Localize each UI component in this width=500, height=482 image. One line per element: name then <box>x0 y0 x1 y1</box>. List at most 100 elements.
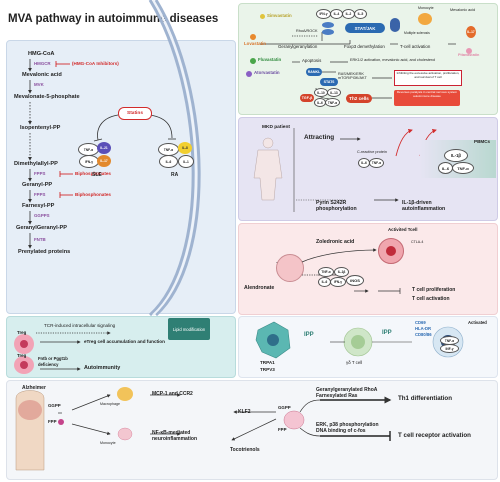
ipp-label-1: IPP <box>304 332 314 338</box>
monocyte-label-bottom: Monocyte <box>100 441 116 445</box>
activated-tcell-label: Activited Tcell <box>388 227 418 232</box>
autoimmunity-label: Autoimmunity <box>84 365 121 371</box>
lipid-modification-label: Lipid modification <box>172 326 206 332</box>
chip-il5: IL-5 <box>354 9 367 19</box>
fntb-label-1: Fntb or Pggt1b <box>38 356 68 361</box>
foxp3-label: Foxp3 demethylation <box>344 44 385 49</box>
multiple-sclerosis-label: Multiple sclerosis <box>404 31 430 35</box>
lovastatin-dot <box>250 34 256 40</box>
cytokine-il21: IL-21 <box>97 142 111 154</box>
apoptosis-label: Apoptosis <box>302 58 322 63</box>
bottom-panel <box>6 380 498 480</box>
fpp-label: FPP <box>48 419 57 424</box>
pitavastatin-dot <box>466 48 472 54</box>
atorvastatin-label: Atorvastatin <box>254 70 280 75</box>
marker-hla-dr: HLA-DR <box>415 326 432 331</box>
tcell-proliferation-label: T cell proliferation <box>412 287 456 293</box>
step-mevalonate-5-phosphate: Mevalonate-5-phosphate <box>14 94 80 100</box>
tcr-signaling-label: TCR-induced intracellular signaling <box>44 323 116 328</box>
fluvastatin-dot <box>250 58 256 64</box>
treg-nucleus-2 <box>20 361 28 369</box>
sle-label: SLE <box>92 172 102 178</box>
step-prenylated-proteins: Prenylated proteins <box>18 249 71 255</box>
fluvastatin-label: Fluvastatin <box>258 57 282 62</box>
lipid-modification-badge: Lipid modification <box>168 318 210 340</box>
statins-label: Statins <box>127 111 143 116</box>
enzyme-mvk: MVK <box>34 82 44 87</box>
alendronate-label: Alendronate <box>244 285 275 291</box>
activated-tcell-nucleus <box>386 246 396 256</box>
step-hmg-coa: HMG-CoA <box>28 51 55 57</box>
hmgcr-inhibitors-label: (HMG-CoA Inhibitors) <box>72 61 119 66</box>
step-dimethylallyl-pp: Dimethylallyl-PP <box>14 161 58 167</box>
ctla4-label: CTLA-4 <box>411 240 424 244</box>
rankl-pill: RANKL <box>306 68 322 76</box>
enzyme-fpps-1: FPPS <box>34 171 46 176</box>
trpv3-label: TRPV3 <box>260 367 275 372</box>
crp-label: C-reactive protein <box>357 150 387 154</box>
tc-tnfa-chip: TNF-α <box>318 267 334 277</box>
attracting-label: Attracting <box>304 134 335 141</box>
inos-chip: iNOS <box>346 275 364 286</box>
ggpp-label: GGPP <box>48 403 61 408</box>
tcell-cell <box>276 254 304 282</box>
treg-cell-2 <box>14 356 34 374</box>
zoledronic-label: Zoledronic acid <box>316 239 355 245</box>
biphosphonates-label-2: Biphosphonates <box>75 192 111 197</box>
treg-cell-1 <box>14 334 34 354</box>
tcell-activation-label: T-cell activation <box>400 44 431 49</box>
stat-jak-pill: STAT/JAK <box>345 23 385 33</box>
step-geranyl-pp: Geranyl-PP <box>22 182 53 188</box>
il17-badge: IL-17 <box>466 26 476 38</box>
step-isopentenyl-pp: Isopentenyl-PP <box>20 125 61 131</box>
fpp-dot <box>58 419 64 425</box>
rhoa-label: Geranylgeranylated RhoA <box>316 387 378 393</box>
erk-activation-label: ERK1/2 activation, mevalonic acid, and c… <box>350 58 436 62</box>
socs-node-2 <box>322 29 334 35</box>
enzyme-ggpps: GGPPS <box>34 213 50 218</box>
mevalonic-acid-label: Mevalonic acid <box>450 8 476 12</box>
mkd-il1b-chip: IL-1β <box>444 149 468 162</box>
treg-nucleus-1 <box>20 340 28 348</box>
enzyme-fpps-2: FPPS <box>34 192 46 197</box>
mkd-patient-label: MKD patient <box>262 125 290 130</box>
tcell-activation-outcome: T cell activation <box>412 296 450 302</box>
th2-note-text: Reverses paralysis in central nervous sy… <box>396 90 458 98</box>
geranylgeranylation-label: Geranylgeranylation <box>278 44 318 49</box>
tgf-pill: TGF-β <box>300 94 314 102</box>
marker-cd80-86: CD80/86 <box>415 332 432 337</box>
cytokine-il1: IL-1 <box>178 155 194 168</box>
ggpp-label-2: GGPP <box>278 405 291 410</box>
tc-il1b-chip: IL-1β <box>334 267 349 277</box>
cytokine-il6: IL-6 <box>159 155 178 168</box>
marker-cd69: CD69 <box>415 320 426 325</box>
ras-label: Farnesylated Ras <box>316 393 358 399</box>
mcp1-label: MCP-1 and CCR2 <box>152 391 193 397</box>
mkd-tnfa-chip-2: TNF-α <box>452 162 474 174</box>
mkd-tnfa-chip: TNF-α <box>369 158 384 168</box>
atorvastatin-dot <box>246 71 252 77</box>
erk-p38-label: ERK, p38 phosphorylation <box>316 422 379 428</box>
tc-ifng-chip: IFN-γ <box>330 277 346 287</box>
sle-cytokine-cluster: TNF-α IL-21 IFN-γ IL-17 <box>78 141 118 169</box>
inhibit-note-box: Inhibiting the excessive activation, pro… <box>394 70 462 86</box>
fntb-label-2: deficiency <box>38 362 59 367</box>
pbmcs-label: PBMCs <box>474 139 491 144</box>
trpa1-label: TRPA1 <box>260 360 275 365</box>
enzyme-hmgcr: HMGCR <box>34 61 51 66</box>
activated-tcell-cell <box>378 238 404 264</box>
monocyte-cell <box>418 13 432 25</box>
statins-box: Statins <box>118 107 152 120</box>
ras-mek-label: RAS/MEK/ERK mTOR/PI3K/AKT <box>338 72 367 80</box>
th1-label: Th1 differentiation <box>398 395 452 402</box>
ra-label: RA <box>171 172 179 178</box>
alzheimer-label: Alzheimer <box>22 385 46 391</box>
cytokine-il17: IL-17 <box>97 155 111 167</box>
biphosphonates-label-1: Biphosphonates <box>75 171 111 176</box>
cfos-label: DNA binding of c-fos <box>316 428 366 434</box>
stat6-pill: STAT6 <box>320 78 338 86</box>
ipp-label-2: IPP <box>382 330 392 336</box>
